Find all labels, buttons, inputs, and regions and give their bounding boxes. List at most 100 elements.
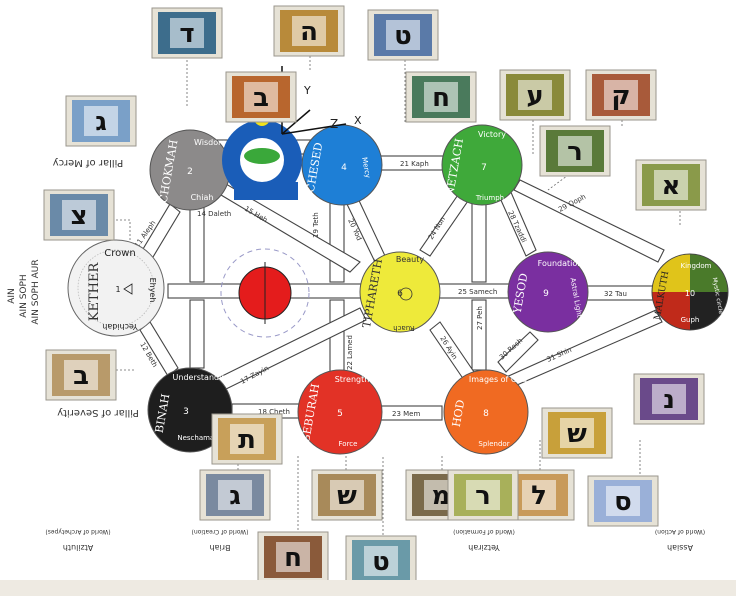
tarot-card: ב	[225, 71, 297, 123]
world-assiah: Assiah	[667, 543, 693, 552]
card-letter-panel	[364, 546, 398, 576]
malkuth-number: 10	[685, 289, 695, 298]
path-bar-30	[497, 331, 539, 373]
card-letter-panel	[292, 16, 326, 46]
tarot-card: א	[635, 159, 707, 211]
tarot-card: ה	[273, 5, 345, 57]
card-hebrew-letter: מ	[432, 481, 451, 511]
sephirah-binah: BINAH Understanding Neschamah 3	[147, 367, 233, 453]
card-letter-panel	[64, 360, 98, 390]
card-hebrew-letter: ח	[284, 543, 302, 573]
daath-sphere	[220, 248, 310, 338]
binah-number: 3	[183, 407, 189, 417]
tiphareth-sub: Ruach	[393, 324, 415, 332]
card-letter-panel	[170, 18, 204, 48]
card-letter-panel	[606, 486, 640, 516]
hod-number: 8	[483, 409, 489, 419]
world-yetzirah: Yetzirah	[468, 543, 501, 552]
card-hebrew-letter: ע	[526, 81, 543, 111]
world-atziluth: Atziluth	[63, 543, 93, 552]
card-letter-panel	[230, 424, 264, 454]
card-hebrew-letter: ר	[475, 481, 491, 511]
path-bar-27	[471, 299, 487, 371]
sephirah-yesod: YESOD Foundation Astral Light 9	[507, 251, 589, 333]
card-hebrew-letter: ל	[531, 481, 547, 511]
pillar-labels: Pillar of Mercy Pillar of Severity	[53, 157, 139, 418]
card-hebrew-letter: ש	[337, 481, 357, 511]
kether-triangle-icon	[123, 283, 133, 295]
card-letter-panel	[522, 480, 556, 510]
axis-x: X	[354, 114, 362, 127]
path-label-22: 22 Lamed	[346, 335, 354, 370]
tarot-card: ח	[405, 71, 477, 123]
card-letter-panel	[276, 542, 310, 572]
path-bar-24	[419, 191, 471, 257]
card-letter-panel	[654, 170, 688, 200]
card-hebrew-letter: ט	[372, 547, 390, 577]
kether-ehyeh: Ehyeh	[148, 278, 157, 303]
tarot-card: ח	[257, 531, 329, 583]
chokmah-title: Wisdom	[194, 138, 226, 147]
tarot-card: ג	[65, 95, 137, 147]
path-label-25: 25 Samech	[458, 288, 497, 296]
world-briah-desc: (World of Creation)	[192, 528, 249, 535]
path-label-14: 14 Daleth	[197, 210, 231, 218]
pillar-severity: Pillar of Severity	[57, 407, 139, 418]
card-letter-panel	[560, 418, 594, 448]
tarot-card: ת	[211, 413, 283, 465]
netzach-title: Victory	[478, 130, 506, 139]
netzach-number: 7	[481, 163, 487, 173]
tarot-card: צ	[43, 189, 115, 241]
ain-labels: AIN AIN SOPH AIN SOPH AUR	[7, 259, 41, 324]
chesed-title: Mercy	[360, 157, 372, 179]
card-hebrew-letter: ס	[614, 487, 632, 517]
sephirah-chesed: CHESED Mercy 4	[301, 124, 383, 206]
card-hebrew-letter: א	[662, 171, 681, 201]
card-hebrew-letter: ר	[567, 137, 583, 167]
kether-name: KETHER	[87, 262, 102, 322]
sephirah-tiphareth: TIPHARETH Beauty Ruach 6	[359, 251, 441, 333]
hod-sub: Splendor	[478, 440, 509, 448]
card-hebrew-letter: צ	[71, 201, 88, 231]
axis-y: Y	[303, 84, 311, 97]
card-letter-panel	[604, 80, 638, 110]
path-label-23: 23 Mem	[392, 410, 420, 418]
card-hebrew-letter: ד	[179, 19, 194, 49]
card-letter-panel	[518, 80, 552, 110]
card-hebrew-letter: ת	[238, 425, 256, 455]
yesod-number: 9	[543, 289, 549, 299]
binah-title: Understanding	[173, 373, 232, 382]
card-hebrew-letter: ג	[95, 107, 107, 137]
card-letter-panel	[466, 480, 500, 510]
path-label-27: 27 Peh	[476, 306, 484, 330]
malkuth-title: Kingdom	[681, 262, 712, 270]
tarot-card: ע	[499, 69, 571, 121]
card-letter-panel	[558, 136, 592, 166]
kether-yechidah: Yechidah	[102, 322, 139, 331]
tarot-card: ג	[199, 469, 271, 521]
chesed-number: 4	[341, 163, 347, 173]
ain-soph-aur: AIN SOPH AUR	[31, 259, 41, 324]
tarot-card: ב	[45, 349, 117, 401]
kether-number: 1	[115, 285, 120, 294]
card-hebrew-letter: ה	[300, 17, 318, 47]
geburah-number: 5	[337, 409, 343, 419]
logo-base	[234, 182, 298, 200]
sephirah-chokmah: CHOKMAH Wisdom Chiah 2	[149, 129, 231, 211]
hod-name: HOD	[450, 399, 468, 428]
card-hebrew-letter: ק	[611, 81, 630, 111]
tarot-card: ס	[587, 475, 659, 527]
card-letter-panel	[424, 82, 458, 112]
ain: AIN	[7, 288, 17, 304]
sephirah-netzach: NETZACH Victory Triumph 7	[441, 124, 523, 206]
tiphareth-title: Beauty	[396, 255, 425, 264]
tarot-card: ש	[311, 469, 383, 521]
kether-title: Crown	[104, 248, 136, 259]
chokmah-number: 2	[187, 167, 193, 177]
card-letter-panel	[244, 82, 278, 112]
pillar-mercy: Pillar of Mercy	[53, 157, 124, 168]
ain-soph: AIN SOPH	[19, 274, 29, 317]
sephirah-malkuth: MALKUTH Kingdom Mystic circle Guph 10	[651, 253, 729, 331]
yesod-title: Foundation	[538, 259, 583, 268]
